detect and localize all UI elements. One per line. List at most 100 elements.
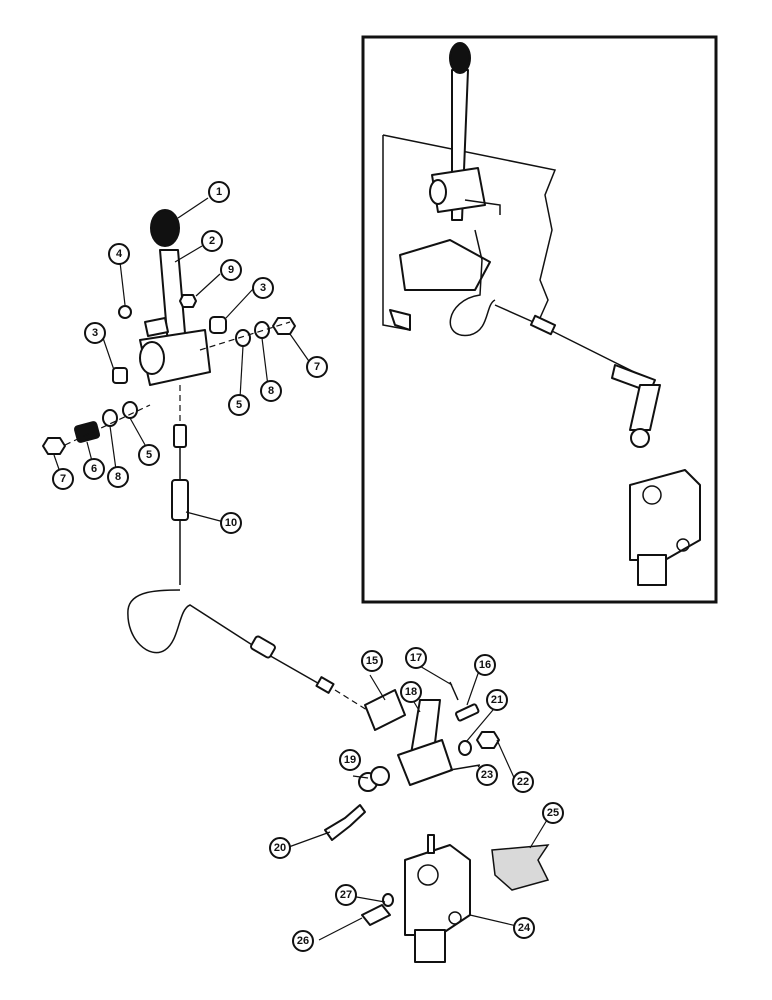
inset-valve-body (629, 469, 701, 561)
callout-20: 20 (269, 837, 291, 859)
nut-left-7 (42, 437, 66, 455)
inset-arm-pivot (630, 428, 650, 448)
bushing-right (209, 316, 227, 334)
arm-hub (397, 739, 453, 786)
callout-label: 8 (115, 471, 121, 483)
callout-1: 1 (208, 181, 230, 203)
axis-right (199, 321, 291, 351)
callout-label: 24 (518, 922, 531, 934)
axis-left (64, 404, 151, 446)
washer-left-8 (102, 409, 118, 427)
callout-label: 7 (314, 361, 320, 373)
callout-15: 15 (361, 650, 383, 672)
callout-24: 24 (513, 917, 535, 939)
callout-6: 6 (83, 458, 105, 480)
pivot-bolt (324, 804, 366, 841)
inset-cable-nut (529, 314, 557, 336)
callout-25: 25 (542, 802, 564, 824)
callout-8: 8 (107, 466, 129, 488)
valve-stem (427, 834, 435, 854)
valve-bolt (361, 904, 391, 926)
cable-end-fitting (173, 424, 187, 448)
callout-label: 10 (225, 517, 237, 529)
inset-panel-edge (382, 134, 557, 319)
clevis-bolt (454, 703, 480, 722)
callout-label: 3 (92, 327, 98, 339)
callout-5: 5 (228, 394, 250, 416)
callout-label: 2 (209, 235, 215, 247)
callout-label: 18 (405, 686, 417, 698)
linkage-assembly (324, 681, 550, 963)
inset-valve-port (642, 485, 662, 505)
washer-right-5 (235, 329, 251, 347)
valve-washer (382, 893, 394, 907)
knob (150, 209, 180, 247)
callout-label: 17 (410, 652, 422, 664)
inset-spring-rod (464, 199, 501, 215)
callout-23: 23 (476, 764, 498, 786)
callout-label: 21 (491, 694, 503, 706)
washer-left-5 (122, 401, 138, 419)
lock-washer (458, 740, 472, 756)
cable-adjust-nut (250, 635, 276, 659)
callout-label: 5 (146, 449, 152, 461)
callout-10: 10 (220, 512, 242, 534)
callout-label: 16 (479, 659, 491, 671)
callout-7: 7 (52, 468, 74, 490)
callout-4: 4 (108, 243, 130, 265)
cable-end (315, 676, 335, 694)
callout-label: 15 (366, 655, 378, 667)
callout-8: 8 (260, 380, 282, 402)
callout-label: 25 (547, 807, 559, 819)
callout-label: 6 (91, 463, 97, 475)
inset-cable-loop (449, 229, 496, 337)
callout-2: 2 (201, 230, 223, 252)
inset-bracket (399, 239, 491, 291)
callout-18: 18 (400, 681, 422, 703)
cable-threaded-section (171, 479, 189, 521)
callout-5: 5 (138, 444, 160, 466)
callout-26: 26 (292, 930, 314, 952)
callout-label: 26 (297, 935, 309, 947)
callout-label: 22 (517, 776, 529, 788)
inset-mount-foot (389, 309, 411, 331)
inset-hub-boss (429, 179, 447, 205)
cable-loop (127, 589, 331, 691)
callout-3: 3 (84, 322, 106, 344)
bushing-left (112, 367, 128, 384)
bolt (118, 305, 132, 319)
callout-label: 23 (481, 769, 493, 781)
callout-9: 9 (220, 259, 242, 281)
valve-port (417, 864, 439, 886)
callout-22: 22 (512, 771, 534, 793)
gasket (491, 844, 550, 891)
callout-label: 9 (228, 264, 234, 276)
inset-cable-run (494, 304, 641, 376)
control-cable (127, 424, 376, 716)
spring (73, 421, 101, 443)
callout-label: 19 (344, 754, 356, 766)
callout-label: 1 (216, 186, 222, 198)
callout-27: 27 (335, 884, 357, 906)
callout-7: 7 (306, 356, 328, 378)
inset-knob (449, 42, 471, 74)
washer-right-8 (254, 321, 270, 339)
callout-19: 19 (339, 749, 361, 771)
callout-label: 27 (340, 889, 352, 901)
arm-nut (476, 731, 500, 749)
inset-valve-spool (637, 554, 667, 586)
small-nut (179, 294, 197, 308)
lever-assembly (42, 209, 296, 455)
callout-17: 17 (405, 647, 427, 669)
callout-3: 3 (252, 277, 274, 299)
inset-panel-side (382, 135, 411, 331)
callout-label: 5 (236, 399, 242, 411)
callout-label: 8 (268, 385, 274, 397)
callout-label: 3 (260, 282, 266, 294)
bushing-19b (370, 766, 390, 786)
inset-arm (629, 384, 661, 431)
inset-valve-hole (676, 538, 690, 552)
hub-boss (139, 341, 165, 375)
callout-16: 16 (474, 654, 496, 676)
